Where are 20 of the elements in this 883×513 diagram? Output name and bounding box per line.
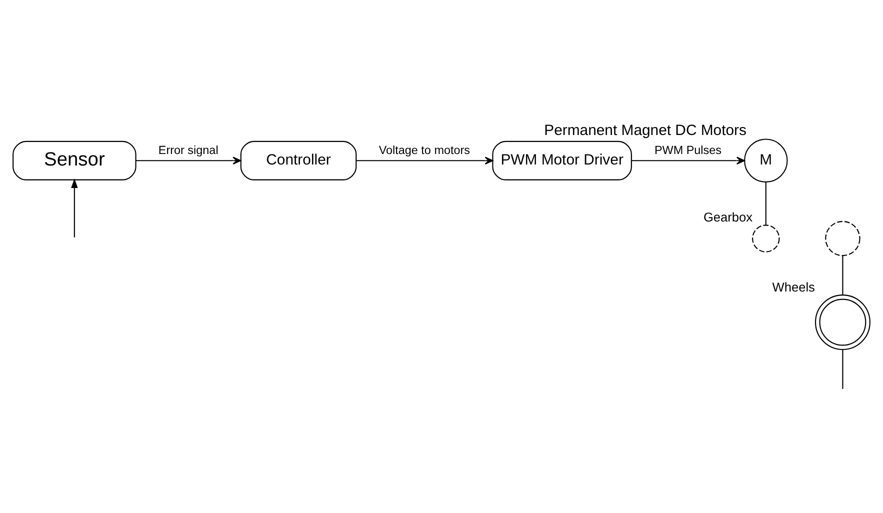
- arrow: [356, 156, 494, 164]
- edge-label: Voltage to motors: [378, 144, 470, 157]
- node-circle: [825, 220, 860, 256]
- arrow: [71, 178, 78, 238]
- edge-label: PWM Pulses: [654, 144, 722, 157]
- connector: [842, 256, 844, 295]
- node-label: Wheels: [772, 279, 815, 294]
- node-label: Permanent Magnet DC Motors: [544, 122, 746, 140]
- node-box: Sensor: [12, 140, 136, 180]
- arrow: [136, 156, 242, 164]
- node-circle: M: [744, 138, 788, 182]
- node-label: Gearbox: [703, 210, 753, 225]
- connector: [765, 182, 766, 225]
- node-circle: [814, 294, 870, 350]
- arrow: [632, 156, 745, 164]
- edge-label: Error signal: [158, 144, 218, 157]
- node-box: Controller: [240, 140, 357, 180]
- connector: [842, 350, 844, 389]
- node-box: PWM Motor Driver: [492, 140, 632, 180]
- node-circle: [752, 224, 780, 252]
